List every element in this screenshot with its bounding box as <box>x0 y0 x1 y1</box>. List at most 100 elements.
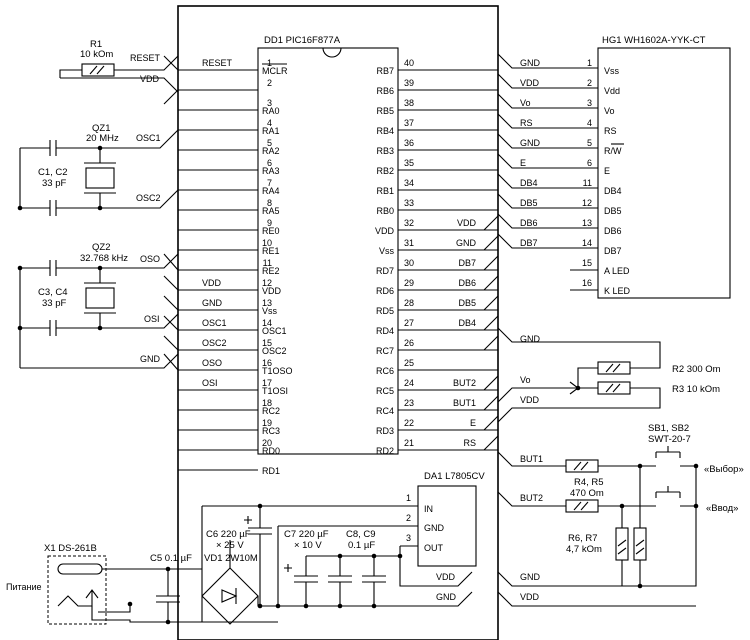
sw-type: SWT-20-7 <box>648 434 691 445</box>
pin-number: 12 <box>262 278 272 288</box>
pin-name: E <box>604 166 610 176</box>
pin-number: 38 <box>404 98 414 108</box>
bus-entry <box>483 315 499 331</box>
pin-number: 37 <box>404 118 414 128</box>
pin-number: 11 <box>583 178 592 188</box>
pin-number: 4 <box>267 118 272 128</box>
pot-net-vo: Vo <box>520 375 531 385</box>
pin-name: RA0 <box>262 106 280 116</box>
net-label: DB6 <box>520 218 538 228</box>
net-label: DB4 <box>520 178 538 188</box>
lcd-pin: 16K LED <box>570 278 631 296</box>
mcu: DD1 PIC16F877A 1MCLRRESET23RA04RA15RA26R… <box>163 5 499 640</box>
pin-number: 13 <box>262 298 272 308</box>
r2-resistor <box>597 361 631 375</box>
mcu-frame <box>177 5 499 640</box>
qz2-ref: QZ2 <box>92 242 110 253</box>
net-label: DB7 <box>520 238 538 248</box>
bus-entry <box>483 295 499 311</box>
r1-resistor <box>81 63 115 77</box>
pin-name: RD3 <box>376 426 394 436</box>
pin-number: 28 <box>404 298 414 308</box>
mcu-notch <box>322 47 342 58</box>
net-label: DB5 <box>520 198 538 208</box>
pin-name: DB6 <box>604 226 622 236</box>
pin-number: 30 <box>404 258 414 268</box>
pin-number: 40 <box>404 58 414 68</box>
qz1-group: QZ1 20 MHz C1, C2 33 pF OSC1 OSC2 <box>19 123 179 216</box>
sw-ref: SB1, SB2 <box>648 423 689 434</box>
pin-number: 14 <box>582 238 592 248</box>
qz2-caps-value: 33 pF <box>42 298 66 309</box>
pin-name: VDD <box>262 286 282 296</box>
but1-net: BUT1 <box>520 454 543 464</box>
mcu-body <box>257 47 399 455</box>
c89-ref: C8, C9 <box>346 529 376 540</box>
net-label: DB6 <box>458 278 476 288</box>
net-label: VDD <box>520 78 540 88</box>
pin-number: 7 <box>267 178 272 188</box>
pin-name: RD5 <box>376 306 394 316</box>
pin-name: RS <box>604 126 617 136</box>
bus-entry <box>483 335 499 351</box>
qz1-ref: QZ1 <box>92 123 110 134</box>
pin-name: RB6 <box>376 86 394 96</box>
pin-name: RD2 <box>376 446 394 456</box>
pin-number: 1 <box>587 58 592 68</box>
pin-name: RE2 <box>262 266 280 276</box>
qz2-caps-ref: C3, C4 <box>38 287 68 298</box>
qz2-group: QZ2 32.768 kHz C3, C4 33 pF OSO OSI GND <box>19 242 179 369</box>
net-label: VDD <box>202 278 222 288</box>
qz2-net-oso: OSO <box>140 254 160 264</box>
pin-number: 1 <box>267 58 272 68</box>
btn-net-vdd: VDD <box>520 592 540 602</box>
bus-entry <box>483 395 499 411</box>
r5-resistor <box>565 499 599 513</box>
pin-name: RB2 <box>376 166 394 176</box>
pin-name: RC6 <box>376 366 394 376</box>
pin-number: 35 <box>404 158 414 168</box>
mcu-left-pin: RD1 <box>178 466 280 476</box>
r7-resistor <box>633 527 647 561</box>
pin-name: RB5 <box>376 106 394 116</box>
pin-name: RD0 <box>262 446 280 456</box>
pin-name: Vo <box>604 106 615 116</box>
net-label: DB7 <box>458 258 476 268</box>
pin-number: 24 <box>404 378 414 388</box>
r67-ref: R6, R7 <box>568 533 598 544</box>
bus-entry <box>163 89 179 105</box>
pin-number: 26 <box>404 338 414 348</box>
pin-number: 39 <box>404 78 414 88</box>
net-label: Vo <box>520 98 531 108</box>
c6-ref: C6 220 µF <box>206 529 251 540</box>
pin-number: 3 <box>267 98 272 108</box>
net-label: VDD <box>457 218 477 228</box>
pin-name: RD1 <box>262 466 280 476</box>
pin-name: RA2 <box>262 146 280 156</box>
pin-number: 2 <box>587 78 592 88</box>
bus-entry <box>483 215 499 231</box>
pin-number: 12 <box>582 198 592 208</box>
qz1-net-osc1: OSC1 <box>136 133 161 143</box>
pin-number: 34 <box>404 178 414 188</box>
r2-label: R2 300 Om <box>672 364 721 375</box>
net-label: DB5 <box>458 298 476 308</box>
x1-frame <box>47 555 107 625</box>
pin-name: RA4 <box>262 186 280 196</box>
r1-net-reset: RESET <box>130 53 161 63</box>
